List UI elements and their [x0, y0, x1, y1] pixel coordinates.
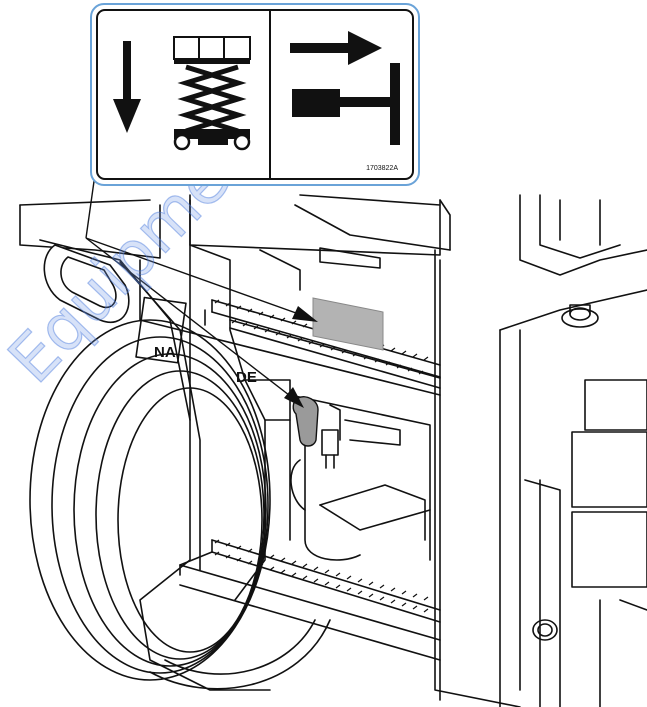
- lower-rail-slots: [214, 539, 429, 613]
- down-arrow-icon: [113, 41, 141, 133]
- leader-arrowhead-handle: [284, 387, 304, 408]
- right-arrow-icon: [290, 31, 382, 65]
- safety-decal-callout: 1703822A: [90, 3, 420, 186]
- interior-compartment: [259, 247, 431, 561]
- decal-panel: 1703822A: [96, 9, 414, 180]
- handle-highlight: [292, 396, 319, 447]
- nameplate-text-left: NA: [154, 344, 176, 361]
- bolt-top: [561, 304, 599, 328]
- pin-pull-icon: [292, 63, 400, 145]
- decal-pictograms: [113, 11, 400, 178]
- wheel: [29, 319, 331, 690]
- lower-slotted-rail: [179, 539, 441, 661]
- decal-part-number: 1703822A: [366, 165, 398, 172]
- upper-slotted-rail: [179, 299, 441, 396]
- bolt-bottom: [532, 619, 558, 641]
- right-panel: [434, 249, 647, 707]
- decal-location-highlight: [312, 297, 384, 351]
- control-switch: [321, 404, 341, 469]
- nameplate-text-right: DE: [236, 369, 257, 386]
- leader-arrowhead-decal: [292, 306, 318, 322]
- scissor-lift-icon: [173, 36, 251, 151]
